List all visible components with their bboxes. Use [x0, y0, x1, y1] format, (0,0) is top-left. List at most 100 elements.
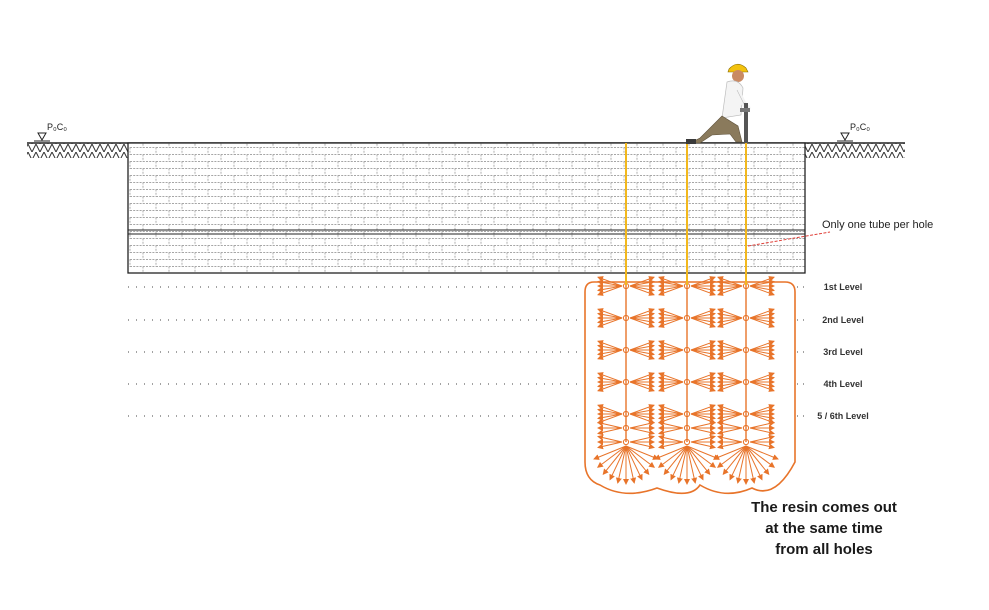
resin-arrow: [597, 276, 623, 287]
resin-arrow: [690, 413, 716, 421]
resin-arrow: [749, 381, 775, 392]
resin-arrow: [629, 311, 655, 319]
resin-arrow: [749, 375, 775, 383]
resin-arrow: [658, 279, 684, 287]
resin-arrow: [690, 311, 716, 319]
resin-arrow: [749, 308, 775, 319]
resin-arrow: [654, 445, 688, 460]
resin-arrow: [629, 441, 655, 450]
resin-arrow: [597, 285, 623, 293]
resin-arrow: [690, 317, 716, 328]
resin-arrow: [717, 285, 743, 293]
resin-arrow: [717, 308, 743, 319]
resin-arrow: [690, 340, 716, 351]
resin-arrow: [713, 445, 747, 460]
resin-arrow: [597, 343, 623, 351]
resin-arrow: [749, 311, 775, 319]
resin-arrow: [717, 343, 743, 351]
resin-arrow: [686, 445, 711, 476]
resin-arrow: [629, 279, 655, 287]
resin-arrow: [629, 343, 655, 351]
resin-arrow: [690, 427, 716, 436]
resin-arrow: [629, 413, 655, 421]
resin-arrow: [745, 445, 775, 468]
resin-arrow: [717, 372, 743, 383]
resin-arrow: [658, 427, 684, 436]
resin-arrow: [597, 427, 623, 436]
level-label: 5 / 6th Level: [817, 411, 869, 421]
resin-arrow: [658, 311, 684, 319]
resin-arrow: [749, 372, 775, 383]
resin-arrow: [686, 445, 698, 484]
caption: The resin comes out at the same time from …: [751, 499, 897, 558]
resin-arrow: [749, 413, 775, 424]
resin-arrow: [597, 317, 623, 328]
resin-arrow: [629, 349, 655, 357]
resin-arrow: [745, 445, 763, 481]
resin-arrow: [749, 276, 775, 287]
resin-arrow: [676, 445, 688, 484]
resin-arrow: [597, 317, 623, 325]
resin-arrow: [629, 349, 655, 360]
resin-arrow: [690, 407, 716, 415]
resin-arrow: [658, 317, 684, 325]
resin-arrow: [717, 285, 743, 296]
resin-bulb-outline: [584, 281, 796, 495]
resin-arrow: [597, 413, 623, 421]
resin-arrow: [690, 434, 716, 443]
resin-arrow: [658, 285, 684, 293]
resin-arrow: [690, 349, 716, 357]
resin-arrow: [749, 285, 775, 293]
resin-arrow: [745, 445, 779, 460]
resin-arrow: [690, 343, 716, 351]
resin-arrow: [597, 340, 623, 351]
resin-arrow: [625, 445, 643, 481]
resin-arrow: [629, 308, 655, 319]
resin-arrow: [717, 413, 743, 421]
resin-arrow: [597, 420, 623, 429]
resin-arrow: [609, 445, 627, 481]
resin-arrow: [749, 407, 775, 415]
resin-arrow: [629, 317, 655, 325]
resin-arrow: [658, 276, 684, 287]
callout-pointer: [747, 231, 831, 247]
resin-arrow: [690, 404, 716, 415]
resin-arrow: [593, 445, 627, 460]
resin-arrow: [597, 285, 623, 296]
worker-figure: [686, 63, 751, 144]
resin-arrow: [717, 279, 743, 287]
resin-arrow: [690, 413, 716, 424]
resin-arrow: [597, 311, 623, 319]
resin-arrow: [749, 420, 775, 429]
resin-arrow: [690, 285, 716, 296]
resin-arrow: [658, 343, 684, 351]
caption-line: from all holes: [775, 541, 873, 558]
resin-arrow: [629, 317, 655, 328]
resin-arrow: [717, 381, 743, 389]
resin-arrow: [686, 445, 716, 468]
resin-arrow: [690, 441, 716, 450]
resin-arrow: [717, 434, 743, 443]
resin-arrow: [749, 279, 775, 287]
caption-line: at the same time: [765, 520, 883, 537]
resin-arrow: [749, 381, 775, 389]
resin-arrow: [658, 445, 688, 468]
resin-arrow: [690, 381, 716, 389]
resin-arrow: [749, 285, 775, 296]
resin-arrow: [625, 445, 650, 476]
resin-arrow: [597, 413, 623, 424]
level-label: 3rd Level: [823, 347, 863, 357]
resin-arrow: [597, 349, 623, 360]
level-label: 1st Level: [824, 282, 863, 292]
resin-arrow: [690, 317, 716, 325]
caption-line: The resin comes out: [751, 499, 897, 516]
ground-marker-right-label: P₀C₀: [850, 122, 870, 132]
resin-arrow: [629, 413, 655, 424]
resin-arrow: [717, 381, 743, 392]
level-label: 2nd Level: [822, 315, 864, 325]
resin-arrow: [690, 276, 716, 287]
resin-arrow: [745, 445, 757, 484]
resin-arrow: [717, 276, 743, 287]
resin-arrow: [597, 279, 623, 287]
resin-arrow: [597, 407, 623, 415]
